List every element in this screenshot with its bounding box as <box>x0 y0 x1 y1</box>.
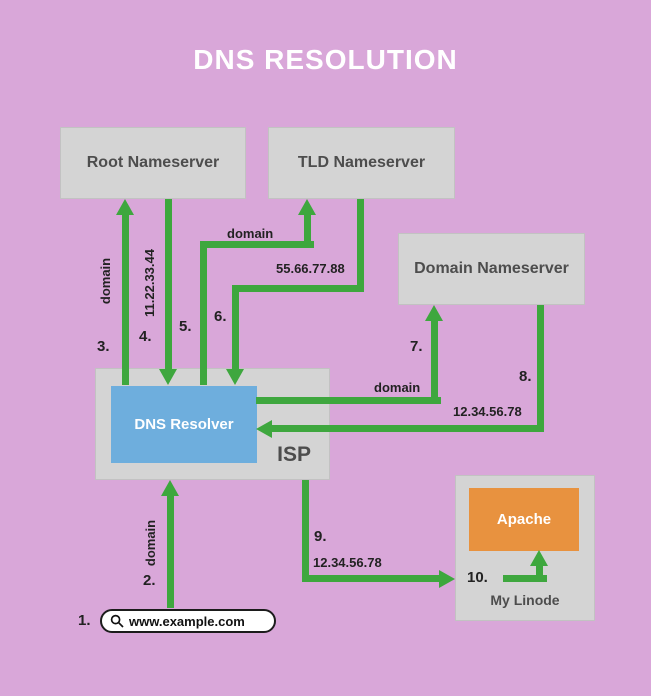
isp-label: ISP <box>277 443 311 466</box>
root-nameserver-label: Root Nameserver <box>86 154 220 171</box>
edge-label-ip-root: 11.22.33.44 <box>142 249 157 317</box>
arrow-resolver-to-tld-head-icon <box>298 199 316 215</box>
isp-box: DNS Resolver ISP <box>95 368 330 480</box>
edge-label-domain-to-tld: domain <box>227 226 274 241</box>
step-8: 8. <box>519 368 532 385</box>
arrow-isp-to-linode-line-horizontal <box>302 575 440 582</box>
arrow-isp-to-linode-head-icon <box>439 570 455 588</box>
edge-label-ip-domain-ns: 12.34.56.78 <box>453 404 522 419</box>
arrow-domain-to-resolver-line-horizontal <box>270 425 544 432</box>
arrow-linode-to-apache-line-vertical <box>536 564 543 582</box>
arrow-tld-to-resolver-line-down <box>357 199 364 292</box>
dns-resolver-label: DNS Resolver <box>134 416 234 433</box>
edge-label-domain-to-domain-ns: domain <box>374 380 421 395</box>
step-6: 6. <box>214 308 227 325</box>
arrow-resolver-to-domain-head-icon <box>425 305 443 321</box>
root-nameserver-box: Root Nameserver <box>60 127 246 199</box>
my-linode-label: My Linode <box>490 592 560 608</box>
arrow-tld-to-resolver-line-horizontal <box>232 285 364 292</box>
tld-nameserver-label: TLD Nameserver <box>297 154 426 171</box>
step-9: 9. <box>314 528 327 545</box>
step-1: 1. <box>78 612 91 629</box>
arrow-domain-to-resolver-head-icon <box>256 420 272 438</box>
arrow-tld-to-resolver-head-icon <box>226 369 244 385</box>
url-search-box[interactable]: www.example.com <box>100 609 276 633</box>
step-2: 2. <box>143 572 156 589</box>
apache-box: Apache <box>469 488 579 551</box>
arrow-root-to-resolver-head-icon <box>159 369 177 385</box>
diagram-title: DNS RESOLUTION <box>193 44 458 75</box>
arrow-resolver-to-domain-line-horizontal <box>256 397 441 404</box>
arrow-resolver-to-tld-line-horizontal <box>200 241 314 248</box>
search-icon <box>110 614 124 628</box>
my-linode-box: Apache My Linode <box>455 475 595 621</box>
arrow-tld-to-resolver-line-vertical <box>232 285 239 371</box>
arrow-resolver-to-root-head-icon <box>116 199 134 215</box>
edge-label-ip-tld: 55.66.77.88 <box>276 261 345 276</box>
arrow-root-to-resolver-line <box>165 199 172 371</box>
arrow-resolver-to-domain-line-vertical <box>431 320 438 404</box>
domain-nameserver-box: Domain Nameserver <box>398 233 585 305</box>
arrow-resolver-to-tld-line-vertical <box>200 241 207 385</box>
arrow-browser-to-isp-head-icon <box>161 480 179 496</box>
arrow-resolver-to-tld-line-up <box>304 214 311 248</box>
step-3: 3. <box>97 338 110 355</box>
tld-nameserver-box: TLD Nameserver <box>268 127 455 199</box>
dns-resolver-box: DNS Resolver <box>111 386 257 463</box>
arrow-linode-to-apache-head-icon <box>530 550 548 566</box>
arrow-browser-to-isp-line <box>167 495 174 608</box>
arrow-isp-to-linode-line-vertical <box>302 480 309 582</box>
arrow-domain-to-resolver-line-vertical <box>537 305 544 432</box>
edge-label-ip-linode: 12.34.56.78 <box>313 555 382 570</box>
step-5: 5. <box>179 318 192 335</box>
domain-nameserver-label: Domain Nameserver <box>414 260 569 277</box>
url-text: www.example.com <box>129 613 245 629</box>
arrow-linode-to-apache-line-horizontal <box>503 575 547 582</box>
step-7: 7. <box>410 338 423 355</box>
arrow-resolver-to-root-line <box>122 214 129 385</box>
edge-label-domain-to-root: domain <box>98 257 113 305</box>
step-10: 10. <box>467 569 488 586</box>
apache-label: Apache <box>496 511 552 528</box>
step-4: 4. <box>139 328 152 345</box>
